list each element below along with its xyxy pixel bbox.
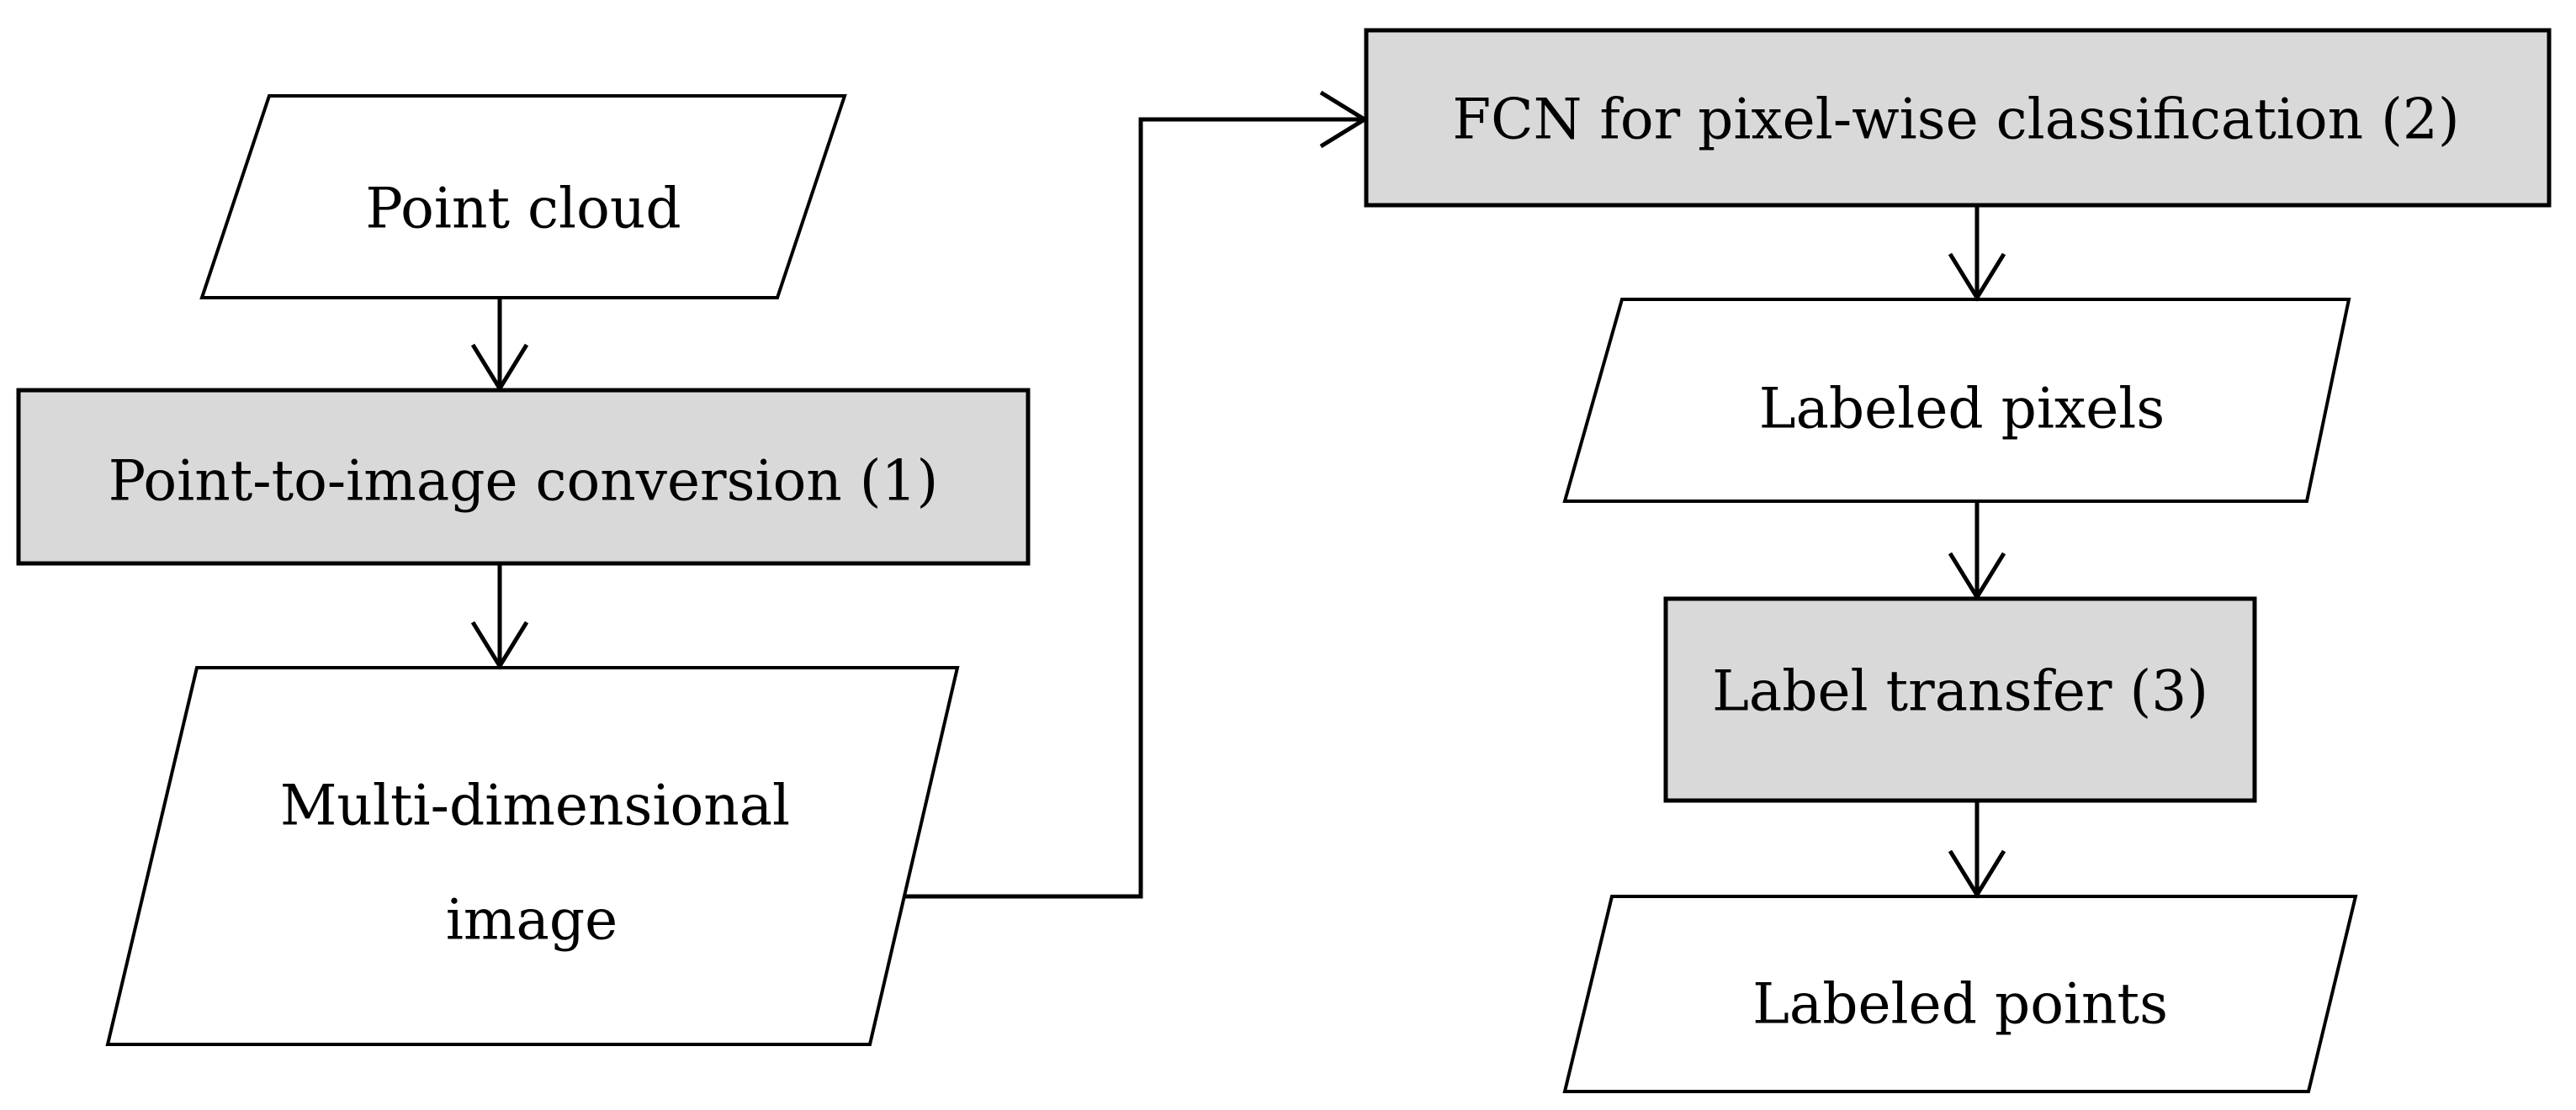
labeled-pixels-shape [1562, 298, 2351, 503]
node-multi-dimensional-image: Multi-dimensional image [105, 666, 960, 1046]
arrowhead-icon [1948, 552, 2006, 601]
node-fcn: FCN for pixel-wise classification (2) [1364, 28, 2552, 208]
edge-labeled-pixels-to-label-transfer [1948, 501, 2006, 601]
multi-dimensional-image-shape [105, 666, 960, 1046]
labeled-pixels-label: Labeled pixels [1759, 377, 2165, 441]
edge-point-to-image-to-multi-dimensional-image [470, 563, 529, 670]
arrowhead-icon [1319, 90, 1369, 149]
labeled-points-shape [1562, 895, 2358, 1093]
edge-label-transfer-to-labeled-points [1948, 801, 2006, 899]
edge-line [905, 117, 1365, 899]
edge-point-cloud-to-point-to-image [470, 298, 529, 393]
multi-dimensional-image-label-line1: Multi-dimensional [280, 774, 790, 838]
label-transfer-shape [1663, 596, 2257, 803]
node-label-transfer: Label transfer (3) [1663, 596, 2257, 803]
label-transfer-label: Label transfer (3) [1712, 659, 2208, 724]
arrowhead-icon [1948, 849, 2006, 899]
point-cloud-label: Point cloud [365, 177, 681, 241]
edge-fcn-to-labeled-pixels [1948, 205, 2006, 302]
node-point-cloud: Point cloud [199, 94, 847, 299]
node-labeled-points: Labeled points [1562, 895, 2358, 1093]
arrowhead-icon [470, 343, 529, 393]
arrowhead-icon [470, 621, 529, 670]
labeled-points-label: Labeled points [1752, 972, 2168, 1037]
fcn-shape [1364, 28, 2552, 208]
edge-multi-dimensional-image-to-fcn [905, 90, 1369, 899]
point-to-image-shape [16, 388, 1031, 566]
node-point-to-image: Point-to-image conversion (1) [16, 388, 1031, 566]
point-cloud-shape [199, 94, 847, 299]
node-labeled-pixels: Labeled pixels [1562, 298, 2351, 503]
point-to-image-label: Point-to-image conversion (1) [109, 449, 939, 514]
arrowhead-icon [1948, 252, 2006, 302]
multi-dimensional-image-label-line2: image [446, 888, 617, 953]
fcn-label: FCN for pixel-wise classification (2) [1452, 87, 2459, 152]
